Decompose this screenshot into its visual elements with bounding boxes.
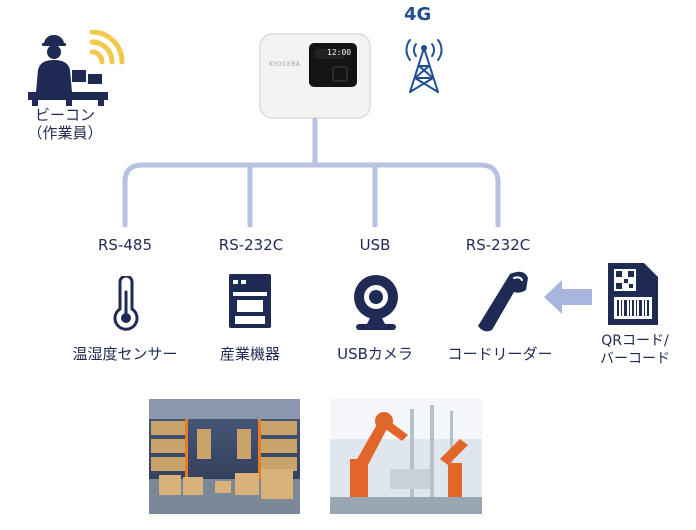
qr-barcode-label: QRコード/ バーコード <box>580 332 690 368</box>
signal-arcs <box>89 30 125 65</box>
qr-barcode-label-line2: バーコード <box>600 351 670 367</box>
router-screen-time: 12:00 <box>327 48 352 57</box>
port-2-device: 産業機器 <box>219 345 280 363</box>
input-arrow-icon <box>544 280 592 314</box>
router-brand: KYOCERA <box>269 61 301 68</box>
thermometer-icon <box>106 276 146 332</box>
warehouse-photo <box>149 399 300 514</box>
beacon-worker-icon <box>22 30 132 110</box>
port-2-interface: RS-232C <box>218 236 284 254</box>
network-4g-label: 4G <box>404 4 432 25</box>
beacon-label-line2: （作業員） <box>27 124 103 142</box>
port-3-interface: USB <box>359 236 391 254</box>
port-1-device: 温湿度センサー <box>72 345 178 363</box>
beacon-label-line1: ビーコン <box>34 106 95 124</box>
industrial-equipment-icon <box>227 272 273 330</box>
webcam-icon <box>350 272 402 332</box>
barcode-scanner-icon <box>470 268 534 334</box>
mobile-router: KYOCERA 12:00 <box>259 33 371 119</box>
cell-tower-icon <box>396 30 452 94</box>
port-4-device: コードリーダー <box>447 345 553 363</box>
qr-barcode-icon <box>606 261 660 327</box>
port-1-interface: RS-485 <box>98 236 152 254</box>
qr-barcode-label-line1: QRコード/ <box>601 333 669 349</box>
beacon-label: ビーコン （作業員） <box>20 106 110 142</box>
port-4-interface: RS-232C <box>465 236 531 254</box>
factory-robot-photo <box>330 399 482 514</box>
port-3-device: USBカメラ <box>337 345 413 363</box>
